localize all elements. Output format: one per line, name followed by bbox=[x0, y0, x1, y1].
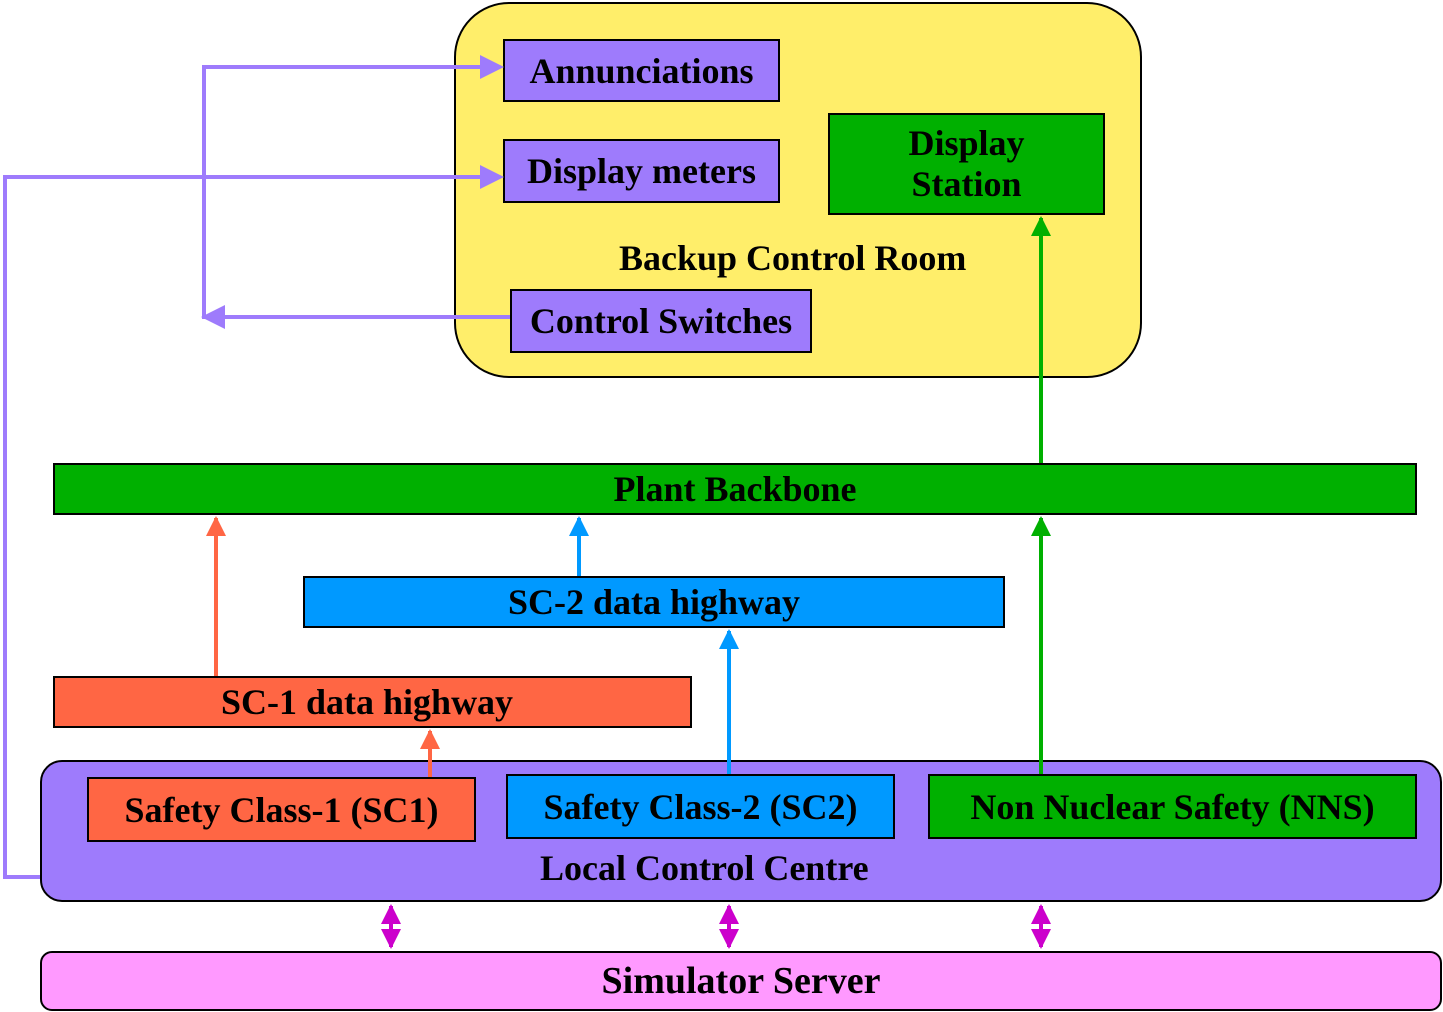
sc1-label: Safety Class-1 (SC1) bbox=[124, 789, 439, 830]
sc1-data-highway-label: SC-1 data highway bbox=[221, 682, 514, 722]
sc1-data-highway-bar[interactable]: SC-1 data highway bbox=[53, 676, 692, 728]
display-station-box[interactable]: Display Station bbox=[828, 113, 1105, 215]
sc2-data-highway-label: SC-2 data highway bbox=[507, 582, 801, 622]
sc2-box[interactable]: Safety Class-2 (SC2) bbox=[506, 774, 895, 839]
simulator-server-bar[interactable]: Simulator Server bbox=[40, 951, 1442, 1011]
sc2-label: Safety Class-2 (SC2) bbox=[543, 786, 858, 827]
simulator-server-label: Simulator Server bbox=[601, 960, 881, 1002]
local-control-centre-title: Local Control Centre bbox=[540, 848, 869, 888]
control-switches-box[interactable]: Control Switches bbox=[510, 289, 812, 353]
display-meters-box[interactable]: Display meters bbox=[503, 139, 780, 203]
nns-label: Non Nuclear Safety (NNS) bbox=[970, 786, 1375, 827]
sc1-box[interactable]: Safety Class-1 (SC1) bbox=[87, 777, 476, 842]
plant-backbone-label: Plant Backbone bbox=[613, 469, 857, 509]
display-station-label-1: Display bbox=[908, 122, 1025, 163]
backup-control-room-title: Backup Control Room bbox=[619, 238, 967, 278]
plant-backbone-bar[interactable]: Plant Backbone bbox=[53, 463, 1417, 515]
display-meters-label: Display meters bbox=[527, 151, 756, 191]
display-station-label-2: Station bbox=[911, 164, 1022, 204]
nns-box[interactable]: Non Nuclear Safety (NNS) bbox=[928, 774, 1417, 839]
annunciations-label: Annunciations bbox=[529, 50, 754, 91]
annunciations-box[interactable]: Annunciations bbox=[503, 39, 780, 102]
control-switches-label: Control Switches bbox=[529, 301, 793, 341]
sc2-data-highway-bar[interactable]: SC-2 data highway bbox=[303, 576, 1005, 628]
